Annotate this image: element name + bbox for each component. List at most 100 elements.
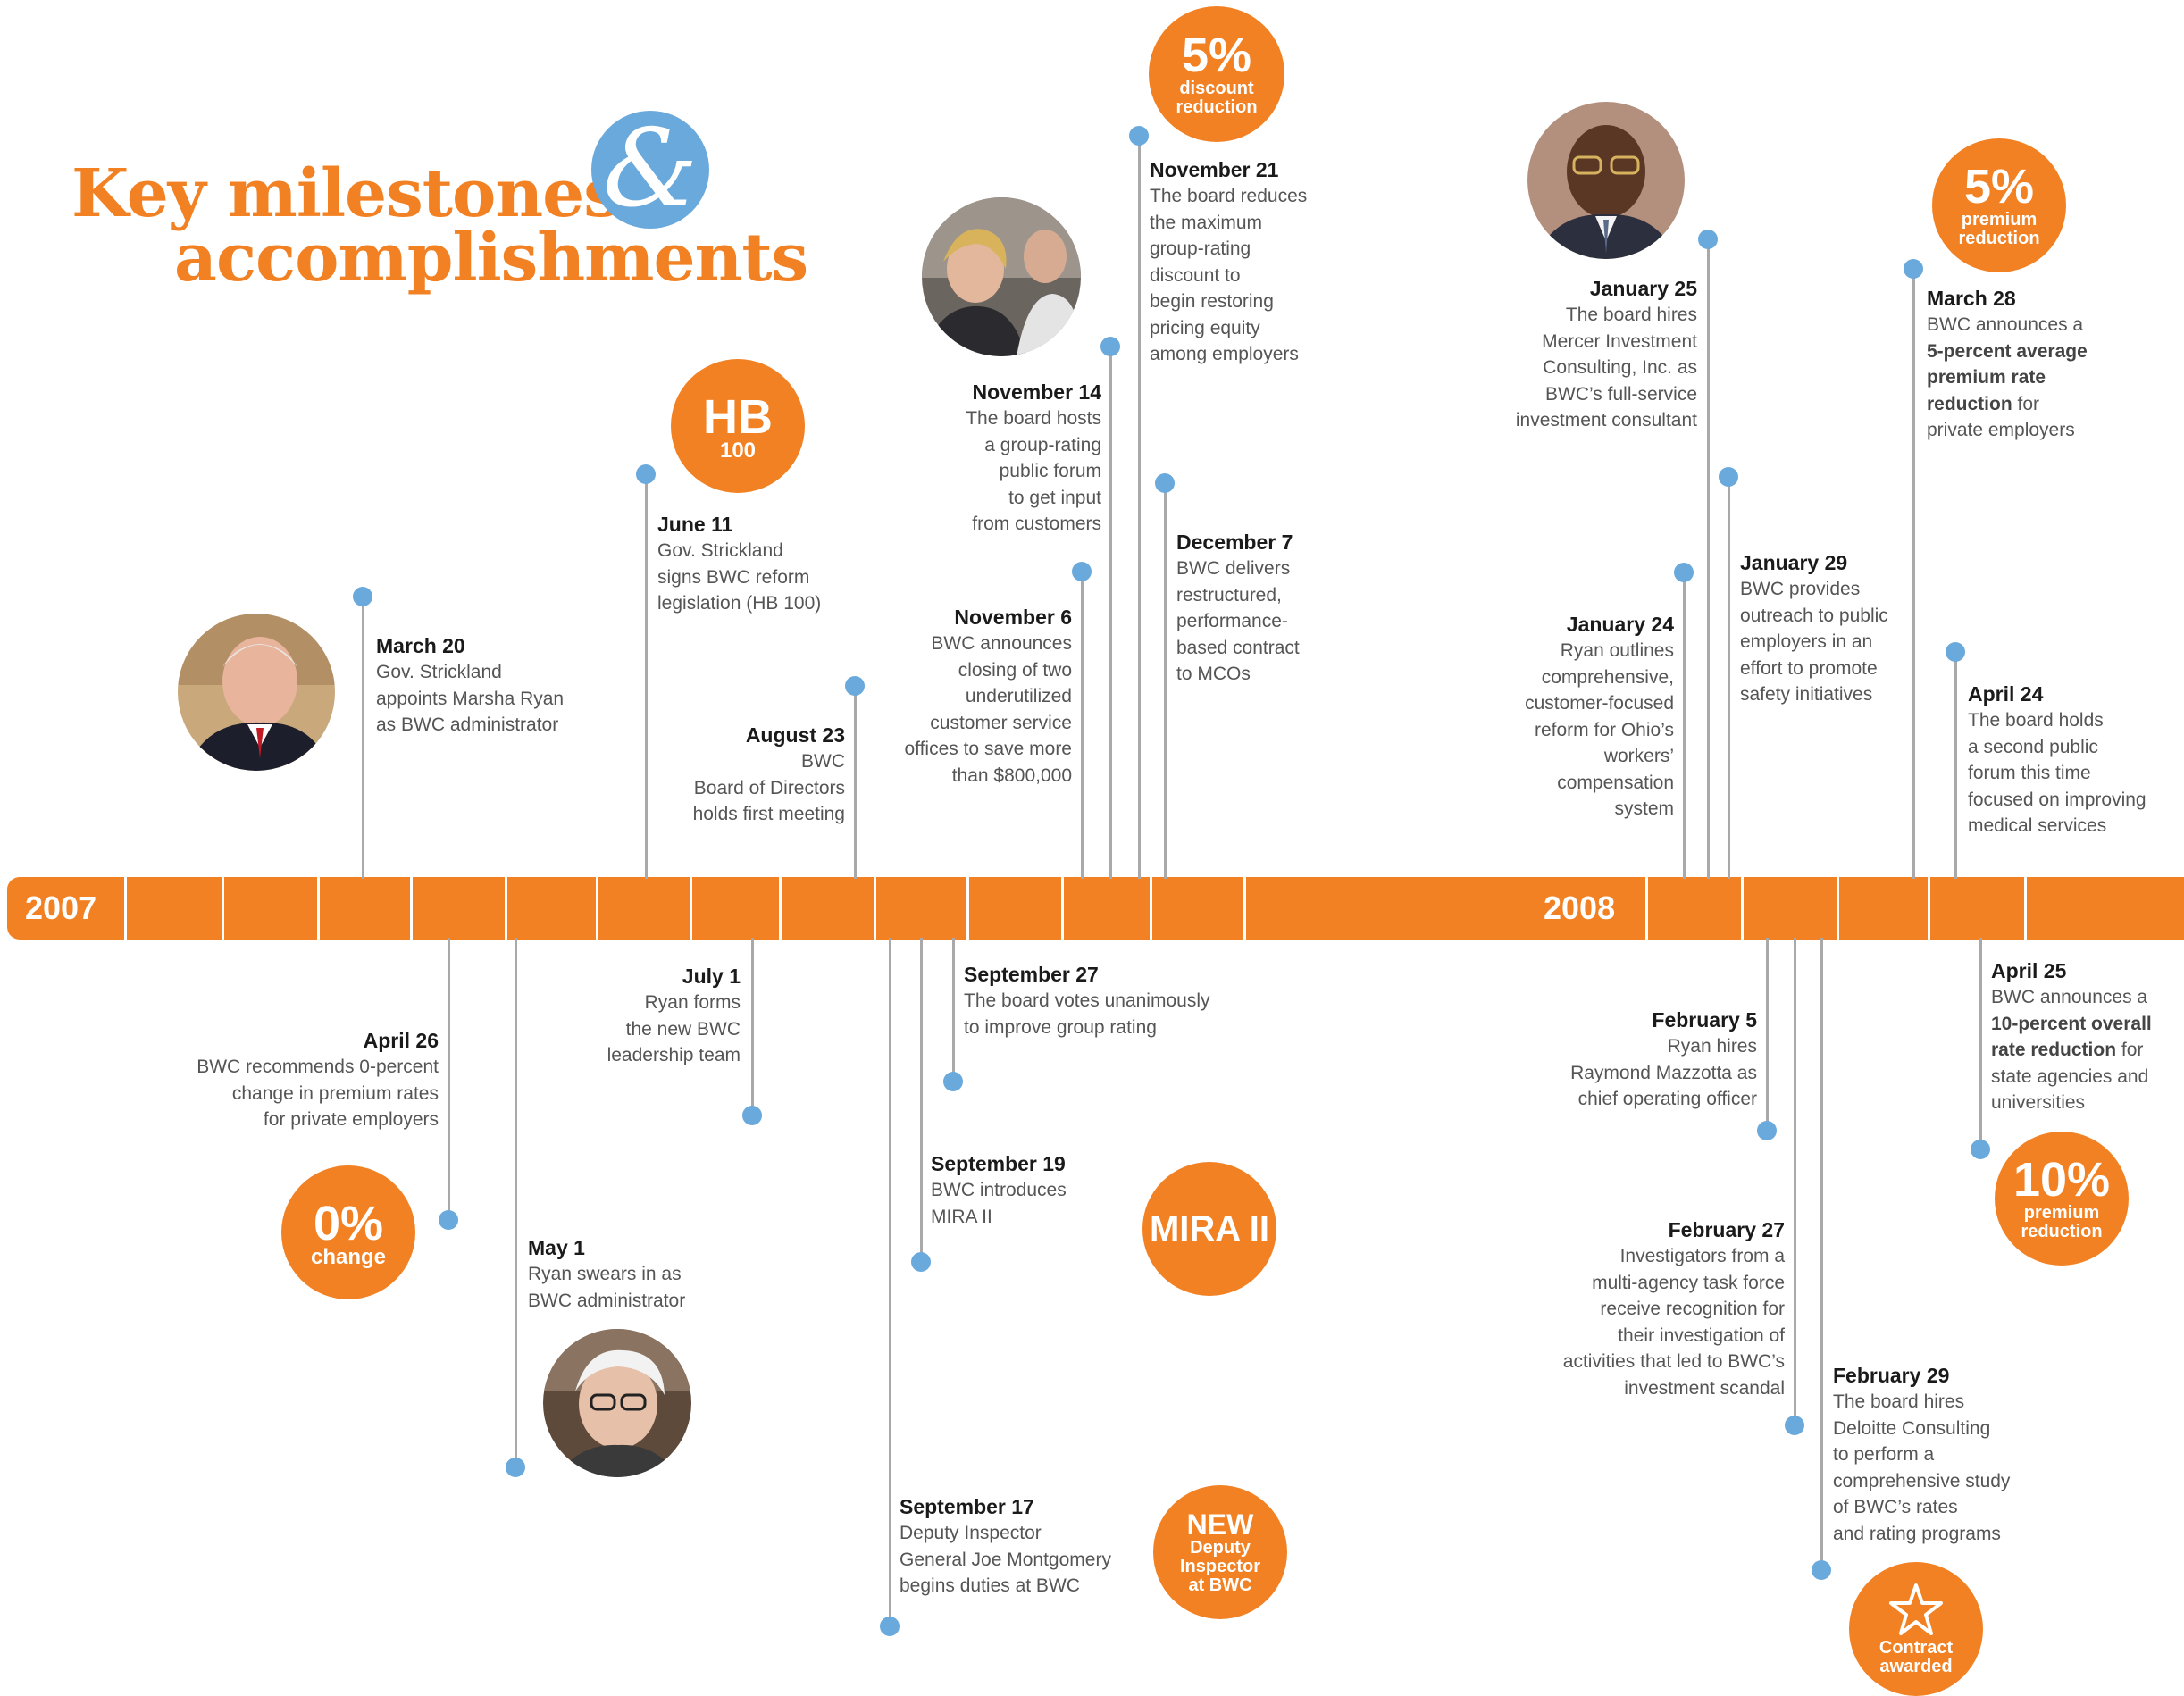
badge-premium-reduction-10: 10% premium reduction	[1995, 1132, 2129, 1266]
event-desc-line: for	[2017, 393, 2040, 414]
event-apr24: April 24 The board holds a second public…	[1968, 681, 2184, 840]
month-divider	[1928, 877, 1930, 940]
event-desc-line: BWC introduces	[931, 1180, 1067, 1200]
marker-dot-sep17	[880, 1617, 900, 1636]
badge-premium-reduction-5: 5% premium reduction	[1932, 138, 2066, 272]
marker-dot-nov6	[1072, 562, 1092, 581]
marker-dot-apr26	[439, 1210, 458, 1230]
stem-jul1	[751, 938, 754, 1115]
event-desc-line: Ryan outlines	[1560, 640, 1674, 661]
month-divider	[410, 877, 413, 940]
title-line-2: accomplishments	[174, 220, 808, 297]
event-jan25: January 25 The board hires Mercer Invest…	[1402, 275, 1697, 434]
event-desc-line: Investigators from a	[1619, 1246, 1785, 1266]
event-date: August 23	[745, 723, 845, 747]
badge-caption: Contract	[1879, 1638, 1954, 1658]
event-desc-line: effort to promote	[1740, 657, 1878, 679]
event-desc-line: forum this time	[1968, 763, 2091, 783]
event-desc-line: to MCOs	[1176, 664, 1251, 684]
event-desc-line: BWC recommends 0-percent	[197, 1057, 439, 1077]
event-desc-line: The board holds	[1968, 710, 2104, 731]
event-date: September 17	[900, 1495, 1034, 1518]
title-line-1: Key milestones	[71, 155, 621, 232]
event-desc-line: appoints Marsha Ryan	[376, 688, 565, 709]
stem-nov6	[1081, 572, 1084, 879]
event-jun11: June 11 Gov. Strickland signs BWC reform…	[657, 511, 952, 617]
marker-dot-apr25	[1971, 1140, 1990, 1159]
stem-nov21	[1138, 136, 1141, 879]
marker-dot-feb27	[1785, 1416, 1804, 1435]
event-desc-line: BWC	[801, 751, 845, 772]
event-desc-line: a group-rating	[984, 434, 1101, 455]
stem-feb27	[1794, 938, 1796, 1425]
event-desc-line: Mercer Investment	[1542, 330, 1697, 352]
event-date: November 14	[972, 380, 1101, 404]
event-desc-line: The board reduces	[1150, 186, 1308, 206]
event-desc-line: the new BWC	[625, 1018, 741, 1040]
badge-caption: change	[310, 1244, 387, 1269]
month-divider	[874, 877, 876, 940]
event-desc-line: investment scandal	[1624, 1377, 1785, 1399]
badge-value: 0%	[313, 1196, 384, 1250]
event-desc-line: begins duties at BWC	[900, 1575, 1080, 1596]
event-desc-line: system	[1614, 798, 1674, 819]
marker-dot-may1	[506, 1458, 525, 1477]
badge-hb100: HB 100	[671, 359, 805, 493]
event-desc-line: Gov. Strickland	[657, 540, 783, 561]
event-desc-line: focused on improving	[1968, 789, 2146, 810]
marker-dot-apr24	[1946, 642, 1965, 662]
marker-dot-jan24	[1674, 563, 1694, 582]
event-desc-line: compensation	[1557, 772, 1674, 793]
badge-discount-reduction: 5% discount reduction	[1149, 6, 1284, 142]
month-divider	[505, 877, 507, 940]
event-date: July 1	[682, 965, 741, 988]
event-date: January 25	[1589, 277, 1697, 300]
event-desc-line: Ryan swears in as	[528, 1264, 682, 1284]
badge-caption: reduction	[1958, 229, 2040, 248]
marker-dot-mar28	[1904, 259, 1923, 279]
event-date: April 24	[1968, 682, 2044, 706]
event-desc-line: holds first meeting	[692, 804, 845, 824]
stem-dec7	[1164, 483, 1167, 879]
event-desc-line: from customers	[972, 514, 1101, 534]
event-desc-line-bold: reduction	[1927, 393, 2012, 414]
event-desc-line: workers’	[1603, 746, 1674, 766]
badge-caption: Deputy	[1190, 1537, 1251, 1558]
photo-board-member	[1527, 102, 1685, 259]
event-dec7: December 7 BWC delivers restructured, pe…	[1176, 529, 1471, 688]
event-date: March 28	[1927, 287, 2016, 310]
event-desc-line: activities that led to BWC’s	[1562, 1351, 1785, 1372]
event-desc-line: The board hires	[1833, 1391, 1965, 1412]
marker-dot-jan25	[1698, 230, 1718, 249]
event-date: September 27	[964, 963, 1099, 986]
event-desc-line-bold: 10-percent overall	[1991, 1013, 2152, 1034]
event-apr26: April 26 BWC recommends 0-percent change…	[144, 1027, 439, 1133]
event-desc-line: than $800,000	[951, 764, 1072, 786]
stem-apr25	[1979, 938, 1982, 1149]
event-date: April 25	[1991, 959, 2067, 982]
event-desc-line: BWC announces a	[1991, 987, 2148, 1007]
event-desc-line: based contract	[1176, 637, 1300, 658]
event-feb29: February 29 The board hires Deloitte Con…	[1833, 1362, 2128, 1547]
event-desc-line-bold: 5-percent average	[1927, 340, 2088, 362]
badge-caption: premium	[1961, 210, 2038, 230]
event-sep17: September 17 Deputy Inspector General Jo…	[900, 1493, 1194, 1600]
event-nov14: November 14 The board hosts a group-rati…	[807, 379, 1101, 538]
ampersand-badge: &	[591, 111, 709, 229]
event-date: April 26	[363, 1029, 439, 1052]
event-sep19: September 19 BWC introduces MIRA II	[931, 1150, 1226, 1230]
event-desc-line: offices to save more	[904, 739, 1072, 759]
badge-value: HB	[703, 389, 773, 444]
event-desc-line: Deputy Inspector	[900, 1523, 1042, 1543]
month-divider	[1061, 877, 1064, 940]
event-sep27: September 27 The board votes unanimously…	[964, 961, 1259, 1040]
marker-dot-aug23	[845, 676, 865, 696]
photo-board-meeting	[922, 197, 1081, 356]
month-divider	[317, 877, 320, 940]
event-date: December 7	[1176, 531, 1293, 554]
event-desc-line: of BWC’s rates	[1833, 1497, 1958, 1517]
event-desc-line: pricing equity	[1150, 317, 1260, 338]
event-desc-line: outreach to public	[1740, 605, 1888, 626]
event-date: November 21	[1150, 158, 1279, 181]
badge-value: 10%	[2012, 1153, 2111, 1207]
